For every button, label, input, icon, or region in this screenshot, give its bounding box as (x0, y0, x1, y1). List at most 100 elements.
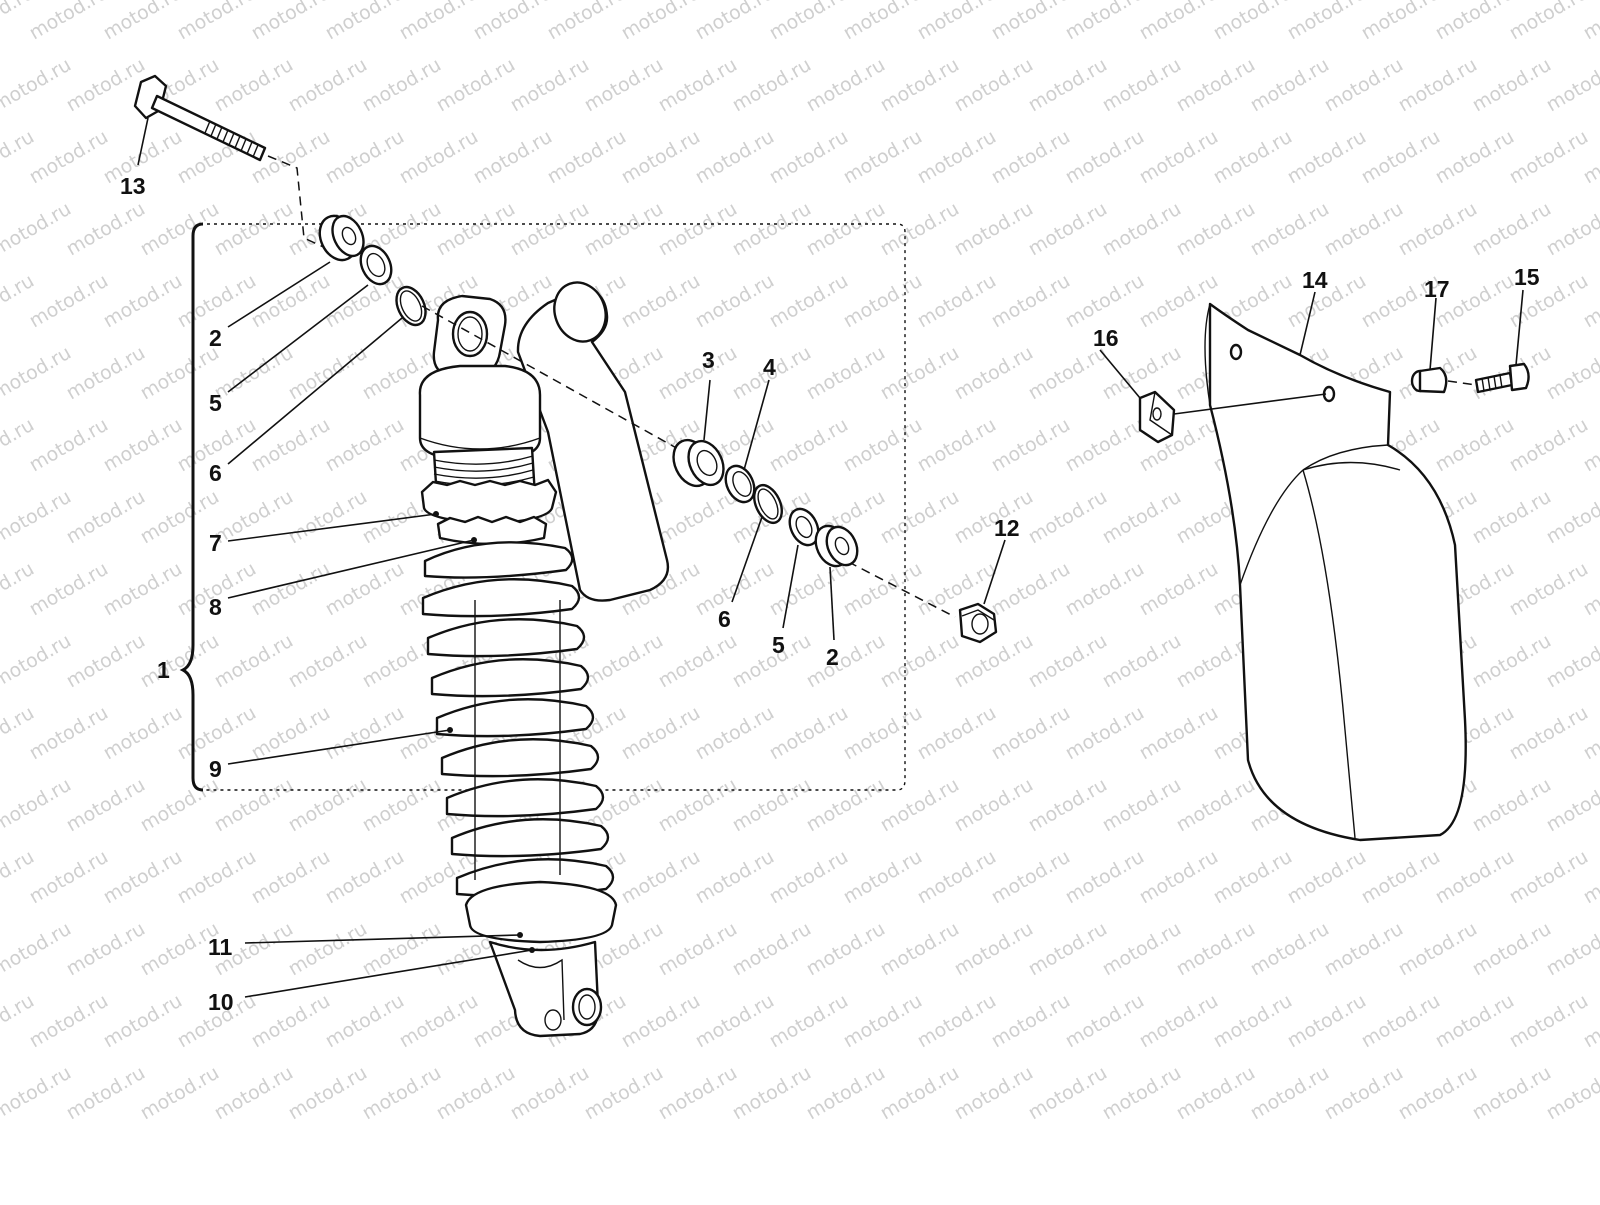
watermark-text: motod.ru (766, 0, 852, 44)
watermark-text: motod.ru (248, 990, 334, 1053)
callout-13: 13 (120, 173, 146, 199)
watermark-text: motod.ru (1395, 54, 1481, 117)
callout-6-left: 6 (209, 460, 222, 486)
watermark-text: motod.ru (1099, 342, 1185, 405)
callout-2-left: 2 (209, 325, 222, 351)
watermark-text: motod.ru (766, 270, 852, 333)
watermark-text: motod.ru (766, 414, 852, 477)
watermark-text: motod.ru (581, 54, 667, 117)
nut-12 (960, 604, 996, 642)
watermark-text: motod.ru (285, 54, 371, 117)
watermark-text: motod.ru (1099, 630, 1185, 693)
watermark-text: motod.ru (285, 630, 371, 693)
watermark-text: motod.ru (766, 558, 852, 621)
watermark-text: motod.ru (1506, 0, 1592, 44)
callout-3: 3 (702, 347, 715, 373)
watermark-text: motod.ru (1247, 198, 1333, 261)
watermark-text: motod.ru (692, 846, 778, 909)
watermark-text: motod.ru (1432, 414, 1518, 477)
watermark-text: motod.ru (1062, 270, 1148, 333)
watermark-text: motod.ru (1506, 126, 1592, 189)
watermark-text: motod.ru (1062, 0, 1148, 44)
watermark-text: motod.ru (655, 486, 741, 549)
watermark-text: motod.ru (0, 54, 75, 117)
watermark-text: motod.ru (655, 1062, 741, 1125)
watermark-text: motod.ru (1543, 198, 1600, 261)
watermark-text: motod.ru (1210, 126, 1296, 189)
watermark-text: motod.ru (1321, 918, 1407, 981)
watermark-text: motod.ru (63, 918, 149, 981)
callout-17: 17 (1424, 276, 1450, 302)
watermark-text: motod.ru (174, 0, 260, 44)
watermark-text: motod.ru (1506, 990, 1592, 1053)
watermark-text: motod.ru (248, 846, 334, 909)
watermark-text: motod.ru (1136, 990, 1222, 1053)
watermark-text: motod.ru (285, 342, 371, 405)
watermark-text: motod.ru (470, 126, 556, 189)
watermark-text: motod.ru (100, 414, 186, 477)
watermark-text: motod.ru (1025, 342, 1111, 405)
watermark-text: motod.ru (1025, 774, 1111, 837)
watermark-text: motod.ru (803, 918, 889, 981)
watermark-text: motod.ru (0, 198, 75, 261)
watermark-text: motod.ru (1358, 846, 1444, 909)
watermark-text: motod.ru (544, 0, 630, 44)
watermark-text: motod.ru (100, 846, 186, 909)
watermark-text: motod.ru (840, 0, 926, 44)
watermark-text: motod.ru (692, 0, 778, 44)
watermark-text: motod.ru (0, 1062, 75, 1125)
watermark-text: motod.ru (1099, 198, 1185, 261)
watermark-text: motod.ru (137, 198, 223, 261)
watermark-text: motod.ru (285, 774, 371, 837)
watermark-text: motod.ru (1025, 198, 1111, 261)
watermark-text: motod.ru (1469, 630, 1555, 693)
watermark-text: motod.ru (877, 918, 963, 981)
watermark-text: motod.ru (766, 702, 852, 765)
watermark-text: motod.ru (914, 270, 1000, 333)
watermark-text: motod.ru (692, 270, 778, 333)
watermark-text: motod.ru (618, 846, 704, 909)
watermark-text: motod.ru (433, 54, 519, 117)
watermark-text: motod.ru (914, 702, 1000, 765)
watermark-text: motod.ru (507, 54, 593, 117)
watermark-text: motod.ru (1136, 126, 1222, 189)
watermark-text: motod.ru (729, 918, 815, 981)
watermark-text: motod.ru (1062, 846, 1148, 909)
watermark-text: motod.ru (1099, 774, 1185, 837)
clip-nut-16 (1140, 392, 1174, 442)
watermark-text: motod.ru (951, 54, 1037, 117)
watermark-text: motod.ru (26, 558, 112, 621)
watermark-text: motod.ru (1395, 918, 1481, 981)
watermark-text: motod.ru (1062, 126, 1148, 189)
callout-4: 4 (763, 354, 776, 380)
callout-2-right: 2 (826, 644, 839, 670)
watermark-text: motod.ru (1099, 54, 1185, 117)
watermark-text: motod.ru (988, 702, 1074, 765)
watermark-text: motod.ru (433, 1062, 519, 1125)
watermark-text: motod.ru (1469, 774, 1555, 837)
watermark-text: motod.ru (322, 846, 408, 909)
watermark-text: motod.ru (1062, 414, 1148, 477)
watermark-text: motod.ru (1358, 126, 1444, 189)
watermark-text: motod.ru (766, 846, 852, 909)
watermark-text: motod.ru (840, 990, 926, 1053)
watermark-text: motod.ru (1432, 126, 1518, 189)
callout-15: 15 (1514, 264, 1540, 290)
watermark-text: motod.ru (322, 558, 408, 621)
watermark-text: motod.ru (1321, 1062, 1407, 1125)
watermark-text: motod.ru (877, 198, 963, 261)
watermark-text: motod.ru (174, 846, 260, 909)
watermark-text: motod.ru (1321, 54, 1407, 117)
watermark-text: motod.ru (1136, 702, 1222, 765)
watermark-text: motod.ru (877, 1062, 963, 1125)
watermark-text: motod.ru (63, 198, 149, 261)
watermark-text: motod.ru (692, 558, 778, 621)
watermark-text: motod.ru (1210, 846, 1296, 909)
watermark-text: motod.ru (1247, 1062, 1333, 1125)
watermark-text: motod.ru (877, 630, 963, 693)
watermark-text: motod.ru (1543, 342, 1600, 405)
watermark-text: motod.ru (1543, 918, 1600, 981)
watermark-text: motod.ru (1506, 846, 1592, 909)
watermark-text: motod.ru (655, 342, 741, 405)
